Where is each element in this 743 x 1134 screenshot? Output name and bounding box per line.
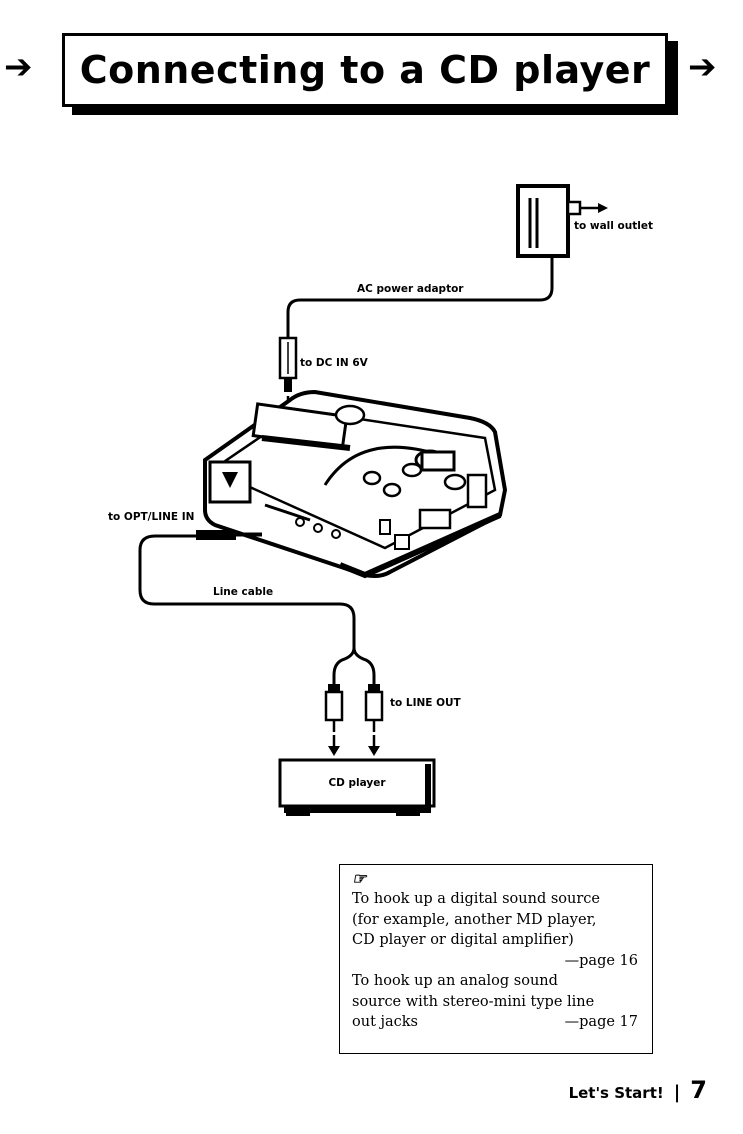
left-arrow-icon: ➔ [4, 47, 33, 87]
note-line: To hook up a digital sound source [352, 891, 601, 907]
footer-separator: | [673, 1082, 681, 1103]
line-cable-label: Line cable [213, 586, 273, 598]
page-footer: Let's Start! | 7 [569, 1076, 707, 1104]
dc-in-label: to DC IN 6V [300, 357, 369, 369]
note-line: (for example, another MD player, [352, 911, 597, 928]
connection-diagram: to wall outlet AC power adaptor to DC IN… [108, 184, 653, 816]
page-title: Connecting to a CD player [79, 48, 651, 92]
rca-plug-left-icon [324, 684, 344, 756]
ac-adaptor-label: AC power adaptor [357, 283, 464, 295]
section-name: Let's Start! [568, 1084, 664, 1102]
mini-plug-icon [196, 530, 262, 540]
note-box: ☞ To hook up a digital sound source (for… [339, 864, 653, 1054]
rca-plug-right-icon [364, 684, 384, 756]
cd-player-label: CD player [328, 777, 386, 789]
page-number: 7 [690, 1076, 707, 1104]
cd-player-icon [278, 758, 436, 816]
title-box: Connecting to a CD player [62, 33, 668, 107]
note-line: To hook up an analog sound [352, 973, 558, 989]
md-player-icon [203, 389, 508, 579]
note-page-ref: —page 17 [564, 1014, 638, 1030]
line-out-label: to LINE OUT [390, 697, 462, 709]
line-cable [138, 532, 356, 648]
note-line: source with stereo-mini type line [352, 993, 595, 1010]
note-line: out jacks [352, 1014, 418, 1030]
wall-outlet-label: to wall outlet [574, 220, 653, 232]
pointing-hand-icon: ☞ [352, 869, 367, 888]
ac-adaptor-icon [516, 184, 608, 258]
right-arrow-icon: ➔ [688, 47, 717, 87]
opt-line-in-label: to OPT/LINE IN [108, 511, 194, 523]
note-page-ref: —page 16 [564, 952, 638, 969]
note-line: CD player or digital amplifier) [352, 932, 574, 948]
adaptor-cable [286, 256, 554, 338]
